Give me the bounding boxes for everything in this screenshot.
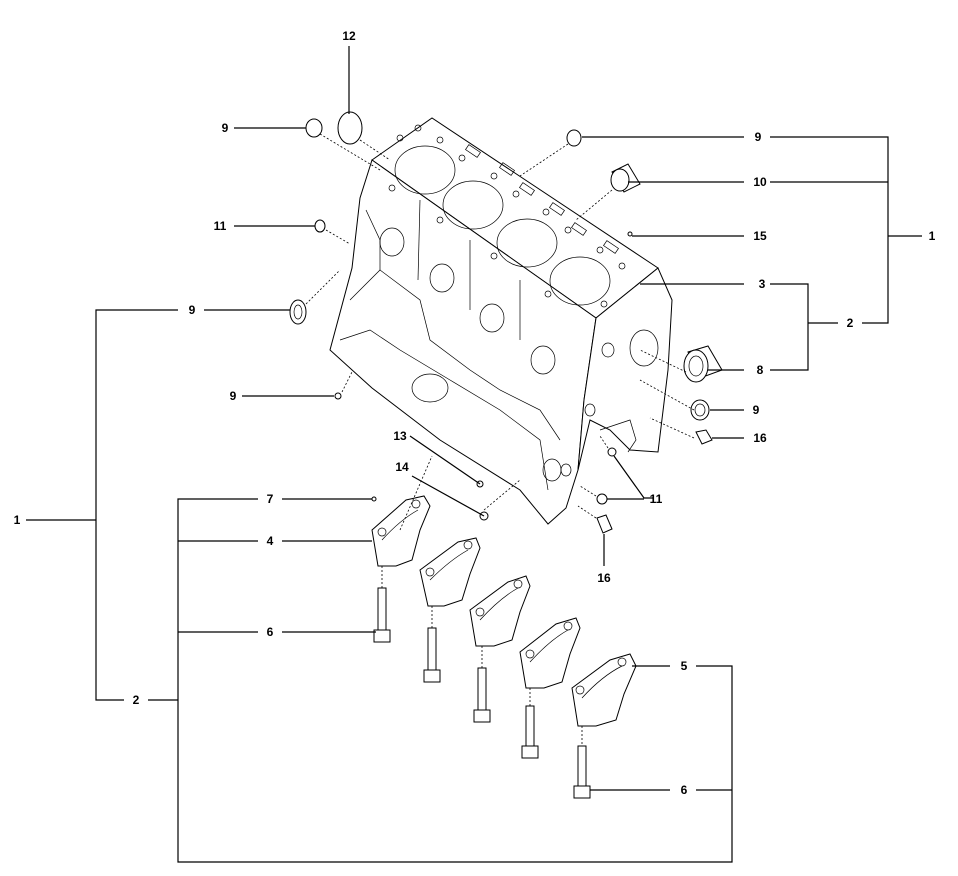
callout-15: 15 bbox=[753, 229, 767, 243]
callout-10: 10 bbox=[753, 175, 767, 189]
callout-9-top-right: 9 bbox=[754, 130, 762, 144]
callout-9-top-left: 9 bbox=[221, 121, 229, 135]
gasket-12 bbox=[337, 111, 363, 145]
plug-9-left bbox=[334, 392, 342, 400]
plug-9-top-left bbox=[305, 118, 323, 138]
callout-2-right: 2 bbox=[846, 316, 854, 330]
callout-5: 5 bbox=[680, 659, 688, 673]
assembly-lines bbox=[305, 133, 695, 746]
callout-9-left: 9 bbox=[229, 389, 237, 403]
bearing-cap-1 bbox=[371, 495, 431, 567]
cap-10 bbox=[610, 163, 641, 193]
callout-2-left: 2 bbox=[132, 693, 140, 707]
cylinder-block bbox=[329, 117, 673, 525]
callout-16-right: 16 bbox=[753, 431, 767, 445]
callout-1-left: 1 bbox=[13, 513, 21, 527]
plug-11-left bbox=[314, 219, 326, 233]
plug-11-right-upper bbox=[607, 447, 617, 457]
dowel-16-right bbox=[695, 429, 713, 445]
cap-bolt-1 bbox=[373, 587, 391, 643]
callout-11-right: 11 bbox=[649, 492, 663, 506]
callout-9-right: 9 bbox=[752, 403, 760, 417]
bearing-cap-2 bbox=[419, 537, 481, 607]
plug-15 bbox=[627, 231, 633, 237]
dowel-7 bbox=[371, 496, 377, 502]
callout-4: 4 bbox=[266, 534, 274, 548]
cap-bolt-4 bbox=[521, 705, 539, 759]
leader-lines bbox=[26, 46, 922, 863]
callout-16-bottom: 16 bbox=[597, 571, 611, 585]
bearing-cap-3 bbox=[469, 575, 531, 647]
callout-13: 13 bbox=[393, 429, 407, 443]
seal-9-middle-left bbox=[289, 299, 307, 325]
plug-11-right-lower bbox=[596, 493, 608, 505]
callout-6-left: 6 bbox=[266, 625, 274, 639]
callout-14: 14 bbox=[395, 460, 409, 474]
dowel-16-bottom bbox=[596, 514, 613, 534]
plug-9-top-right bbox=[566, 129, 582, 147]
callout-9-middle-left: 9 bbox=[188, 303, 196, 317]
callout-8: 8 bbox=[756, 363, 764, 377]
seal-9-right bbox=[690, 399, 710, 421]
cap-bolt-5 bbox=[573, 745, 591, 799]
bushing-8 bbox=[683, 345, 723, 383]
cap-bolt-2 bbox=[423, 627, 441, 683]
callout-1-right: 1 bbox=[928, 229, 936, 243]
callout-11-left: 11 bbox=[213, 219, 227, 233]
bearing-cap-4 bbox=[519, 617, 581, 689]
callout-12: 12 bbox=[342, 29, 356, 43]
callout-7: 7 bbox=[266, 492, 274, 506]
callout-6-right: 6 bbox=[680, 783, 688, 797]
cap-bolt-3 bbox=[473, 667, 491, 723]
callout-3: 3 bbox=[758, 277, 766, 291]
bearing-cap-5 bbox=[571, 653, 637, 727]
